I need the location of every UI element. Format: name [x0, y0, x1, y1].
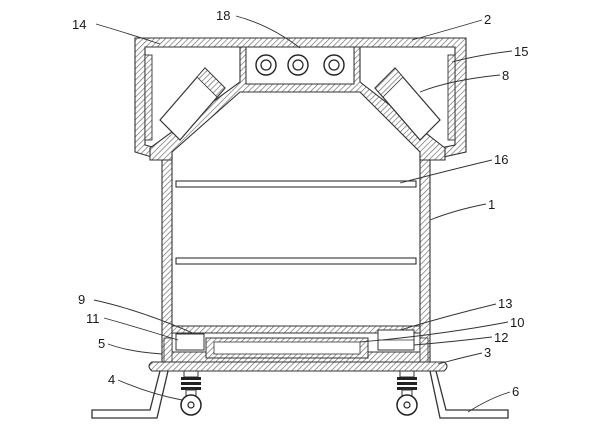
leader-16 [399, 159, 493, 184]
reference-labels: 18 2 14 15 8 16 1 9 13 11 10 12 5 3 4 6 [72, 8, 528, 399]
lower-shelf [175, 257, 417, 265]
bottom-plate [171, 325, 421, 334]
left-angled-panel [159, 67, 226, 141]
upper-shelf [175, 180, 417, 188]
label-15: 15 [514, 44, 528, 59]
left-block [175, 333, 205, 351]
left-side-strip [144, 54, 153, 141]
label-8: 8 [502, 68, 509, 83]
leader-8 [419, 74, 501, 93]
leader-lines [93, 15, 513, 413]
label-18: 18 [216, 8, 230, 23]
leader-4 [117, 379, 183, 401]
label-13: 13 [498, 296, 512, 311]
right-caster [396, 370, 418, 416]
label-6: 6 [512, 384, 519, 399]
leader-3 [437, 352, 483, 365]
lamp-3 [323, 54, 345, 76]
right-side-strip [447, 54, 456, 141]
leader-6 [467, 391, 511, 413]
label-9: 9 [78, 292, 85, 307]
leader-2 [411, 19, 483, 41]
label-10: 10 [510, 315, 524, 330]
leader-14 [95, 23, 161, 45]
leader-5 [107, 343, 163, 355]
left-leg [91, 370, 169, 419]
right-leg [429, 370, 509, 419]
left-base-post [163, 337, 173, 363]
label-12: 12 [494, 330, 508, 345]
base-plate [148, 361, 448, 372]
leader-18 [235, 15, 301, 49]
leader-15 [451, 50, 513, 63]
left-caster [180, 370, 202, 416]
label-5: 5 [98, 336, 105, 351]
label-14: 14 [72, 17, 86, 32]
lamp-housing [245, 46, 355, 85]
leader-12 [413, 336, 493, 346]
right-angled-panel [374, 67, 441, 141]
label-11: 11 [86, 311, 100, 326]
leader-1 [429, 203, 487, 221]
leader-9 [93, 299, 196, 335]
label-1: 1 [488, 197, 495, 212]
leader-10 [359, 321, 509, 343]
drawer-tube-inner [213, 341, 361, 355]
label-16: 16 [494, 152, 508, 167]
label-2: 2 [484, 12, 491, 27]
leader-11 [103, 317, 179, 341]
lamp-2 [287, 54, 309, 76]
label-3: 3 [484, 345, 491, 360]
right-base-post [419, 337, 429, 363]
lamp-1 [255, 54, 277, 76]
leader-13 [399, 303, 497, 331]
label-4: 4 [108, 372, 115, 387]
